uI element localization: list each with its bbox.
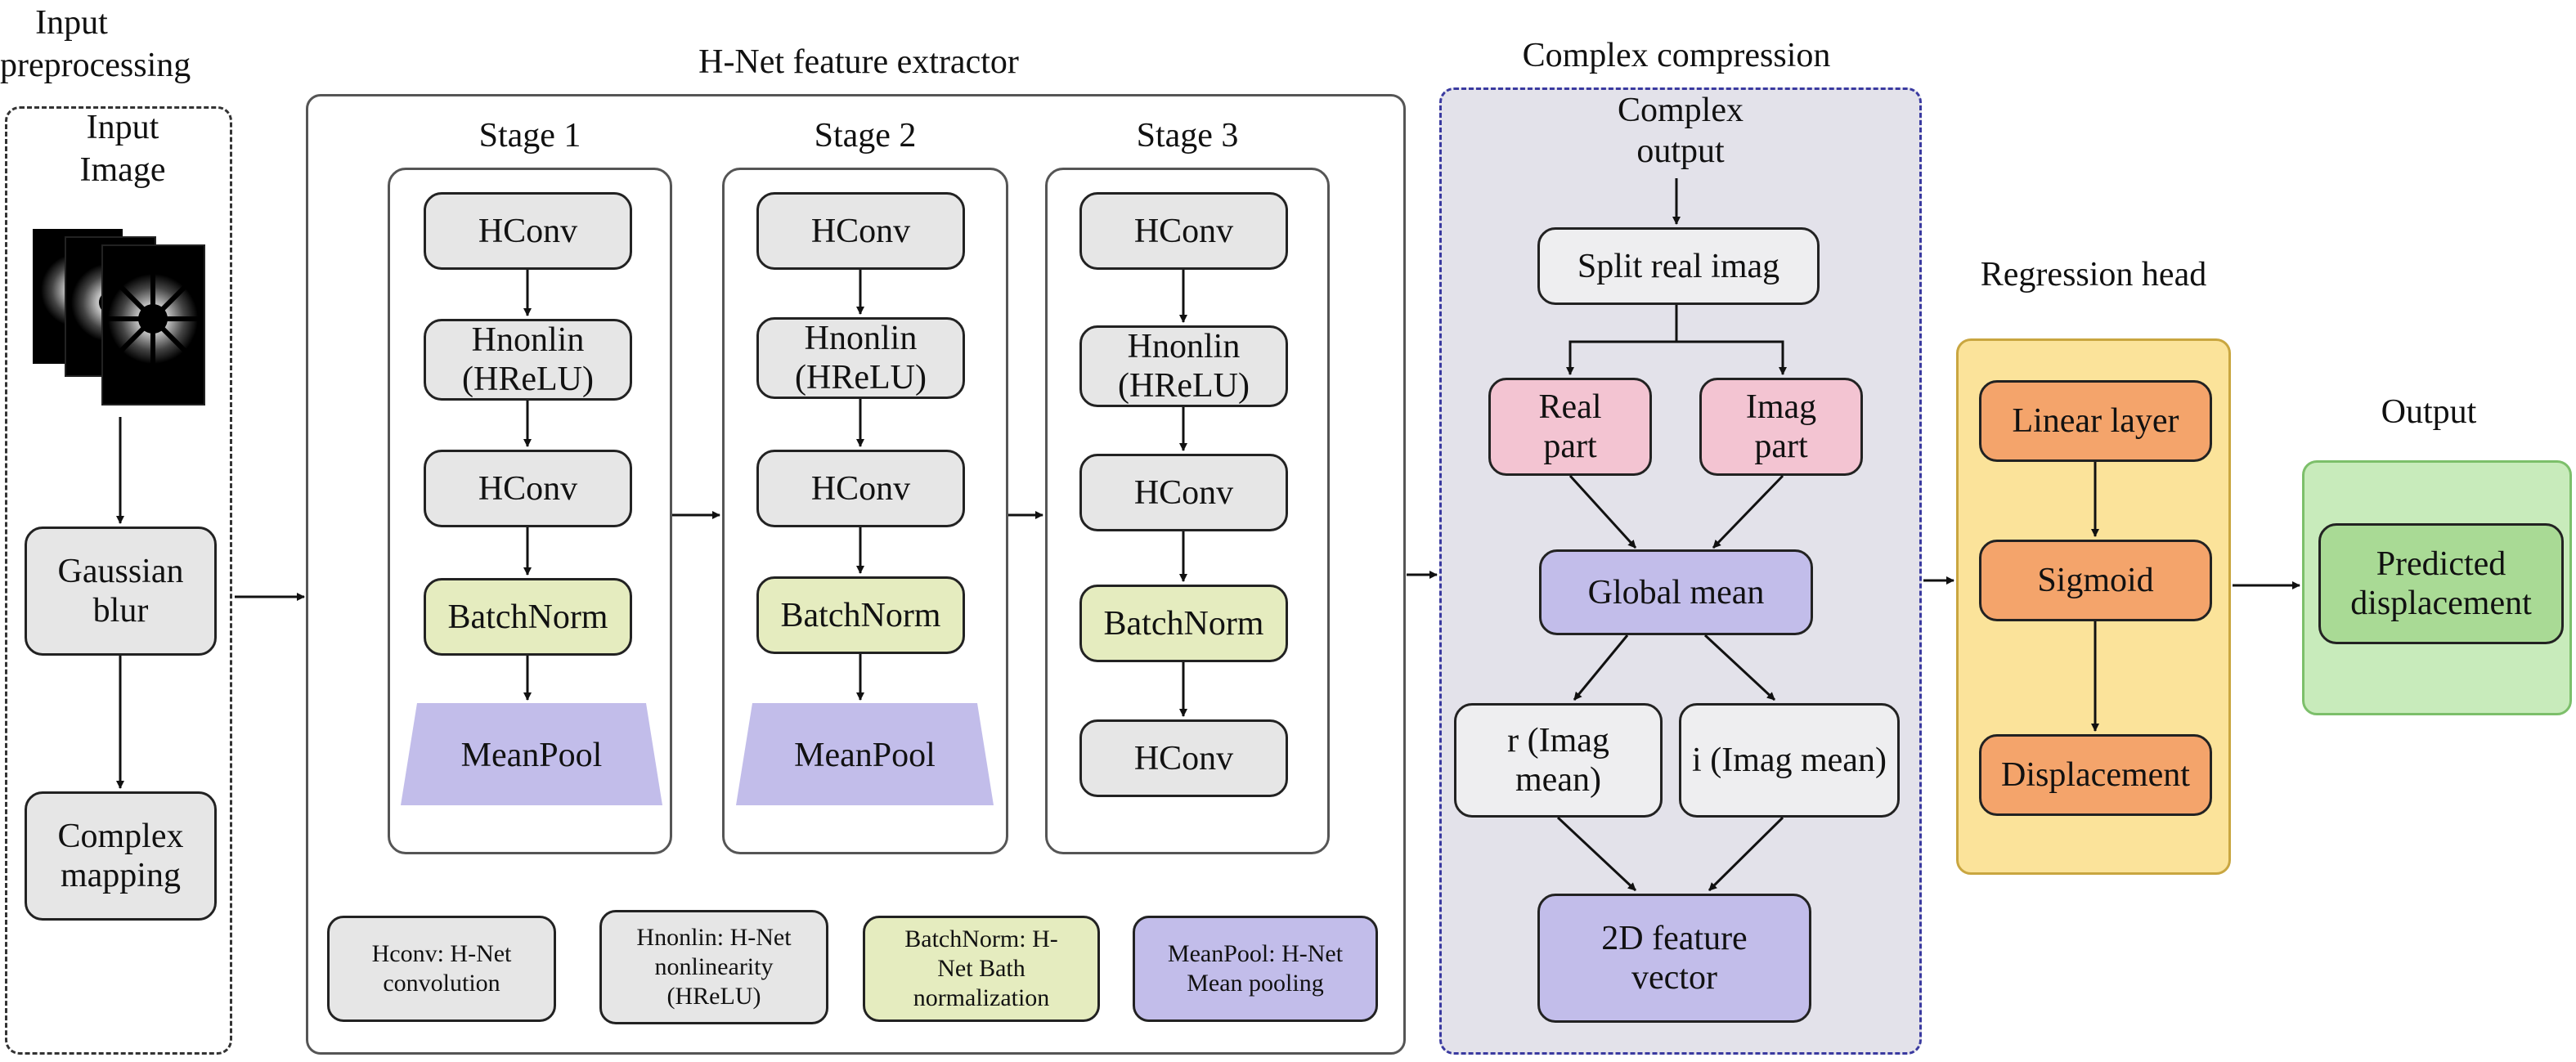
input-image-label: Input Image <box>79 109 166 189</box>
stage-1-hnonlin: Hnonlin (HReLU) <box>424 319 632 401</box>
section-title-feature-extractor: H-Net feature extractor <box>698 43 1019 81</box>
stage-2-batchnorm: BatchNorm <box>756 576 965 654</box>
r-mean-node: r (Imag mean) <box>1454 703 1663 818</box>
sigmoid-node: Sigmoid <box>1979 540 2212 621</box>
arrow-r-to-vector <box>1556 816 1637 892</box>
stage-3-title: Stage 3 <box>1136 117 1239 155</box>
displacement-node: Displacement <box>1979 734 2212 816</box>
global-mean-node: Global mean <box>1539 549 1813 635</box>
arrow-mean-to-i <box>1703 634 1776 701</box>
input-preprocessing-panel <box>5 106 232 1055</box>
section-title-regression-head: Regression head <box>1980 256 2207 294</box>
section-title-complex-compression: Complex compression <box>1522 37 1831 74</box>
arrow-real-to-mean <box>1568 474 1637 549</box>
arrow-split-to-imag <box>1676 340 1787 375</box>
stage-1-hconv-2: HConv <box>424 450 632 527</box>
stage-3-hconv-2: HConv <box>1079 454 1288 531</box>
input-image-stack <box>33 229 205 406</box>
split-real-imag-node: Split real imag <box>1537 227 1820 305</box>
stage-1-batchnorm: BatchNorm <box>424 578 632 656</box>
complex-output-label: Complex output <box>1618 92 1744 170</box>
section-title-output: Output <box>2381 393 2477 431</box>
stage-1-meanpool-shape <box>401 703 662 805</box>
stage-3-batchnorm: BatchNorm <box>1079 585 1288 662</box>
feature-vector-node: 2D feature vector <box>1537 894 1811 1023</box>
stage-2-hconv-1: HConv <box>756 192 965 270</box>
arrow-i-to-vector <box>1708 816 1784 892</box>
gaussian-blur-node: Gaussian blur <box>25 527 217 656</box>
stage-1-title: Stage 1 <box>478 117 581 155</box>
stage-2-meanpool: MeanPool <box>794 737 936 774</box>
legend-hnonlin: Hnonlin: H-Net nonlinearity (HReLU) <box>599 910 828 1024</box>
legend-meanpool: MeanPool: H-Net Mean pooling <box>1133 916 1378 1022</box>
feature-extractor-panel <box>306 94 1406 1055</box>
stage-1-hconv-1: HConv <box>424 192 632 270</box>
complex-mapping-node: Complex mapping <box>25 791 217 921</box>
stage-3-hnonlin: Hnonlin (HReLU) <box>1079 325 1288 407</box>
arrow-mean-to-r <box>1573 634 1629 701</box>
predicted-displacement-node: Predicted displacement <box>2318 523 2564 644</box>
stage-2-hconv-2: HConv <box>756 450 965 527</box>
arrow-imag-to-mean <box>1712 474 1784 549</box>
stage-2-meanpool-shape <box>736 703 994 805</box>
linear-layer-node: Linear layer <box>1979 380 2212 462</box>
stage-2-hnonlin: Hnonlin (HReLU) <box>756 317 965 399</box>
imag-part-node: Imag part <box>1699 378 1863 476</box>
stage-1-meanpool: MeanPool <box>460 737 603 774</box>
real-part-node: Real part <box>1488 378 1652 476</box>
stage-3-hconv-1: HConv <box>1079 192 1288 270</box>
stage-3-hconv-3: HConv <box>1079 719 1288 797</box>
legend-hconv: Hconv: H-Net convolution <box>327 916 556 1022</box>
arrow-split-to-real <box>1566 305 1678 375</box>
stage-2-title: Stage 2 <box>814 117 917 155</box>
legend-batchnorm: BatchNorm: H-Net Bath normalization <box>863 916 1100 1022</box>
i-mean-node: i (Imag mean) <box>1679 703 1900 818</box>
